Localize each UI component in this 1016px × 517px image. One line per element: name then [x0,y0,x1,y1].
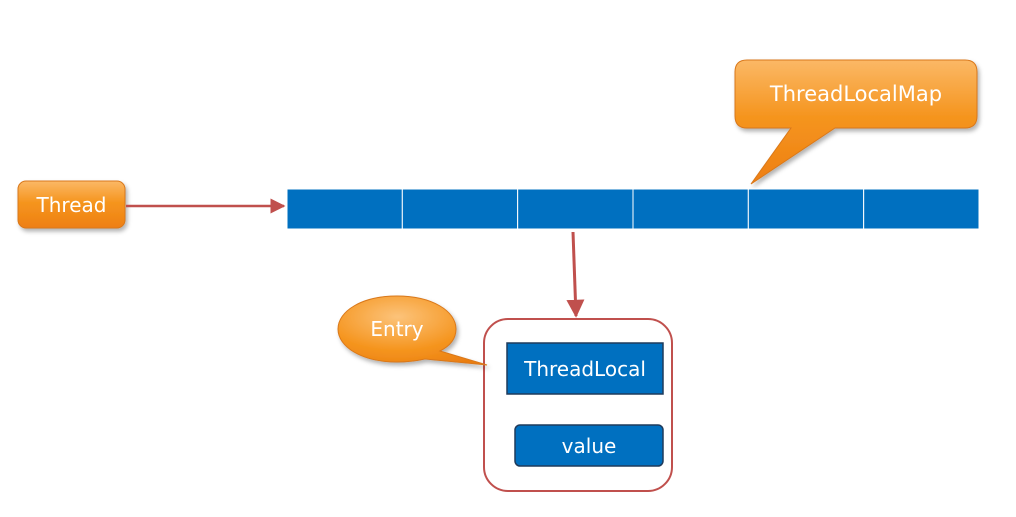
thread-local-map-array [286,188,980,230]
thread-local-box [506,342,664,395]
map-slot [632,188,749,230]
entry-callout [337,295,488,366]
map-slot [517,188,634,230]
map-slot [747,188,865,230]
thread-node [17,180,126,229]
map-slot [863,188,980,230]
map-to-entry-arrow [566,231,585,318]
thread-local-map-callout [734,59,978,185]
value-box [514,424,664,467]
map-slot [286,188,403,230]
map-slot [401,188,519,230]
